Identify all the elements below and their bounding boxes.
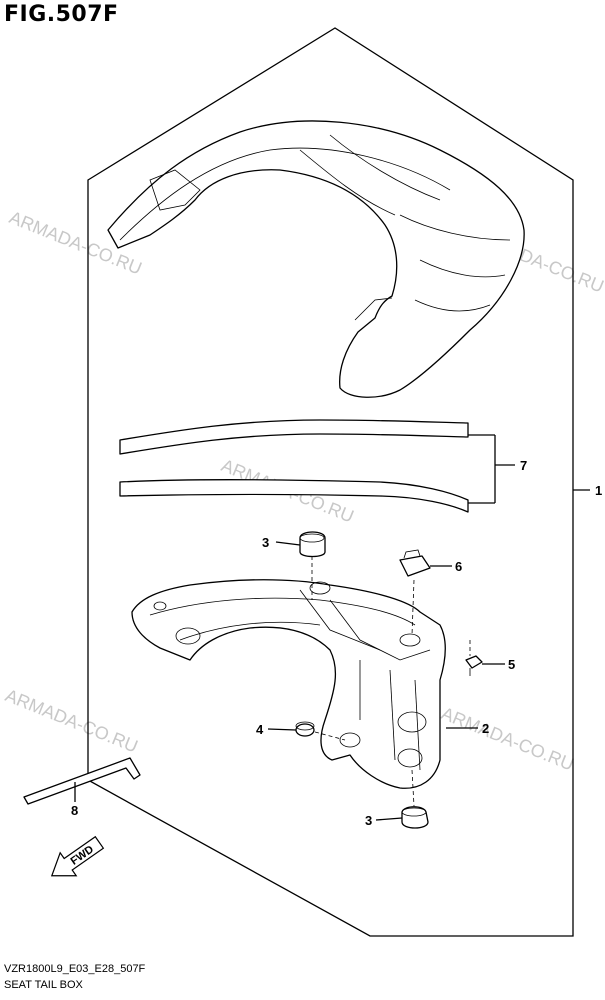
tail-box-bracket (131, 579, 446, 789)
grommet-3-lower (401, 806, 429, 829)
grommet-3-upper (299, 531, 326, 558)
figure-code: VZR1800L9_E03_E28_507F (4, 963, 146, 975)
watermark-4: ARMADA-CO.RU (3, 685, 141, 756)
seat-tail-cover (107, 120, 525, 398)
callout-6: 6 (455, 559, 462, 574)
figure-name: SEAT TAIL BOX (4, 979, 83, 991)
watermark-5: ARMADA-CO.RU (439, 703, 577, 774)
guide-lines (311, 556, 471, 807)
leader-lines (74, 434, 590, 821)
trim-strips (119, 419, 469, 513)
callout-1: 1 (595, 483, 602, 498)
bolt-5 (465, 655, 483, 676)
callout-3-lower: 3 (365, 813, 372, 828)
callout-3-upper: 3 (262, 535, 269, 550)
callout-7: 7 (520, 458, 527, 473)
hex-key-8 (23, 757, 141, 805)
figure-title: FIG.507F (4, 2, 119, 27)
callout-4: 4 (256, 722, 264, 737)
callout-8: 8 (71, 803, 78, 818)
clip-nut-6 (399, 549, 431, 577)
fwd-arrow: FWD (50, 835, 105, 877)
callout-2: 2 (482, 721, 489, 736)
callouts: 1 7 3 6 5 4 2 3 8 (71, 458, 602, 828)
callout-5: 5 (508, 657, 515, 672)
cushion-4 (295, 721, 315, 737)
